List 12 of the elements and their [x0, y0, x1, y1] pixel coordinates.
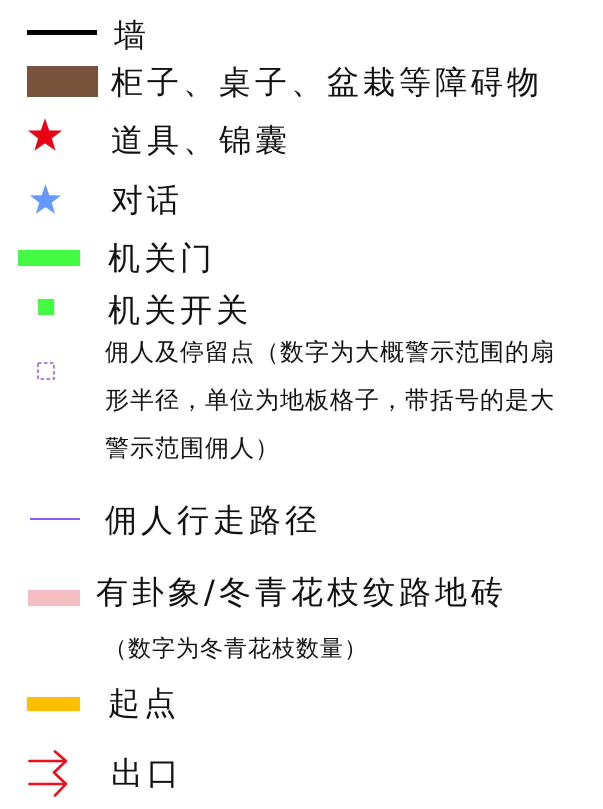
legend-text: 柜子、桌子、盆栽等障碍物	[111, 62, 543, 102]
legend-text: 墙	[114, 16, 150, 54]
note-text: （数字为冬青花枝数量）	[104, 636, 368, 664]
legend-text: 机关开关	[108, 290, 252, 330]
legend-text: 道具、锦囊	[111, 120, 291, 160]
legend-text: 有卦象/冬青花枝纹路地砖	[96, 572, 507, 612]
legend-text: 机关门	[108, 238, 216, 278]
legend-text: 出口	[111, 754, 183, 792]
legend-text: 佣人行走路径	[105, 500, 321, 540]
legend-text: 佣人及停留点（数字为大概警示范围的扇形半径，单位为地板格子，带括号的是大警示范围佣人）	[105, 337, 556, 464]
legend-text: 对话	[111, 180, 183, 220]
legend-text: 起点	[108, 684, 180, 722]
